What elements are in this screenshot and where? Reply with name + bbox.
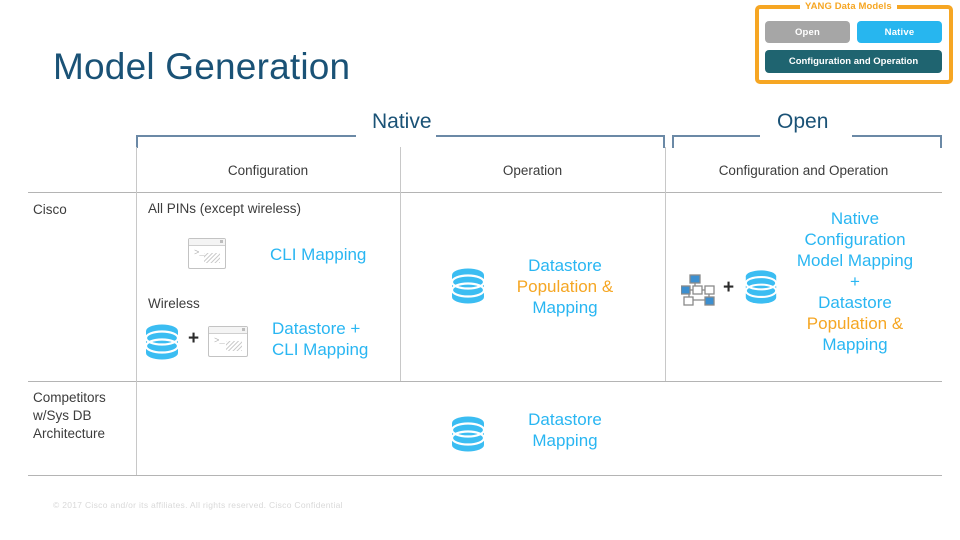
bracket-native: [136, 118, 665, 148]
footer-copyright: © 2017 Cisco and/or its affiliates. All …: [53, 500, 343, 510]
database-icon: [744, 270, 778, 304]
column-divider-3: [665, 147, 666, 381]
mapping-line-7: Mapping: [822, 335, 888, 354]
mapping-line-1: Native: [830, 209, 880, 228]
mapping-line-2: Population &: [516, 277, 614, 296]
header-divider-line: [28, 192, 942, 193]
row-label-competitors-line1: Competitors: [33, 390, 106, 405]
database-icon: [144, 324, 180, 360]
mapping-line-2: CLI Mapping: [272, 340, 369, 359]
cisco-config-all-pins-label: All PINs (except wireless): [148, 201, 302, 216]
page-title: Model Generation: [53, 46, 351, 87]
yang-legend-title: YANG Data Models: [800, 1, 897, 12]
mapping-line-5: Datastore: [818, 293, 892, 312]
competitors-operation-mapping-text: Datastore Mapping: [437, 409, 693, 451]
mapping-line-2: Configuration: [804, 230, 906, 249]
database-icon: [450, 268, 486, 304]
cisco-config-cli-mapping-text: CLI Mapping: [270, 245, 367, 264]
column-header-configuration: Configuration: [227, 163, 309, 178]
bracket-open: [672, 118, 942, 148]
column-divider-2: [400, 147, 401, 381]
group-label-native: Native: [363, 111, 441, 133]
column-header-operation: Operation: [502, 163, 563, 178]
terminal-icon: >_: [208, 326, 248, 357]
row-label-competitors: Competitors w/Sys DB Architecture: [33, 389, 133, 443]
group-label-open: Open: [768, 111, 838, 133]
row-label-cisco: Cisco: [33, 202, 67, 217]
row-label-competitors-line2: w/Sys DB: [33, 408, 92, 423]
mapping-line-3: Mapping: [532, 298, 598, 317]
terminal-icon: >_: [188, 238, 226, 269]
mapping-line-1: Datastore: [528, 410, 602, 429]
mapping-line-2: Mapping: [532, 431, 598, 450]
plus-separator-wireless: +: [188, 328, 200, 349]
mapping-line-1: Datastore +: [272, 319, 361, 338]
yang-legend-button-row: Open Native: [765, 21, 942, 43]
column-header-configuration-and-operation: Configuration and Operation: [718, 163, 889, 178]
cisco-operation-mapping-text: Datastore Population & Mapping: [437, 255, 693, 318]
legend-button-configuration-and-operation[interactable]: Configuration and Operation: [765, 50, 942, 73]
plus-separator-open: +: [723, 277, 735, 298]
row-divider-line: [28, 381, 942, 382]
database-icon: [450, 416, 486, 452]
mapping-line-3: Model Mapping: [796, 251, 914, 270]
mapping-line-1: Datastore: [528, 256, 602, 275]
mapping-line-6: Population &: [806, 314, 904, 333]
cisco-config-datastore-cli-mapping-text: Datastore + CLI Mapping: [272, 318, 368, 360]
table-bottom-line: [28, 475, 942, 476]
legend-button-native[interactable]: Native: [857, 21, 942, 43]
cisco-config-wireless-label: Wireless: [148, 296, 200, 311]
network-topology-icon: [681, 274, 715, 306]
legend-button-open[interactable]: Open: [765, 21, 850, 43]
row-label-competitors-line3: Architecture: [33, 426, 106, 441]
mapping-line-4: +: [850, 272, 860, 291]
cisco-config-operation-mapping-text: Native Configuration Model Mapping + Dat…: [720, 208, 960, 355]
column-divider-1: [136, 147, 137, 475]
